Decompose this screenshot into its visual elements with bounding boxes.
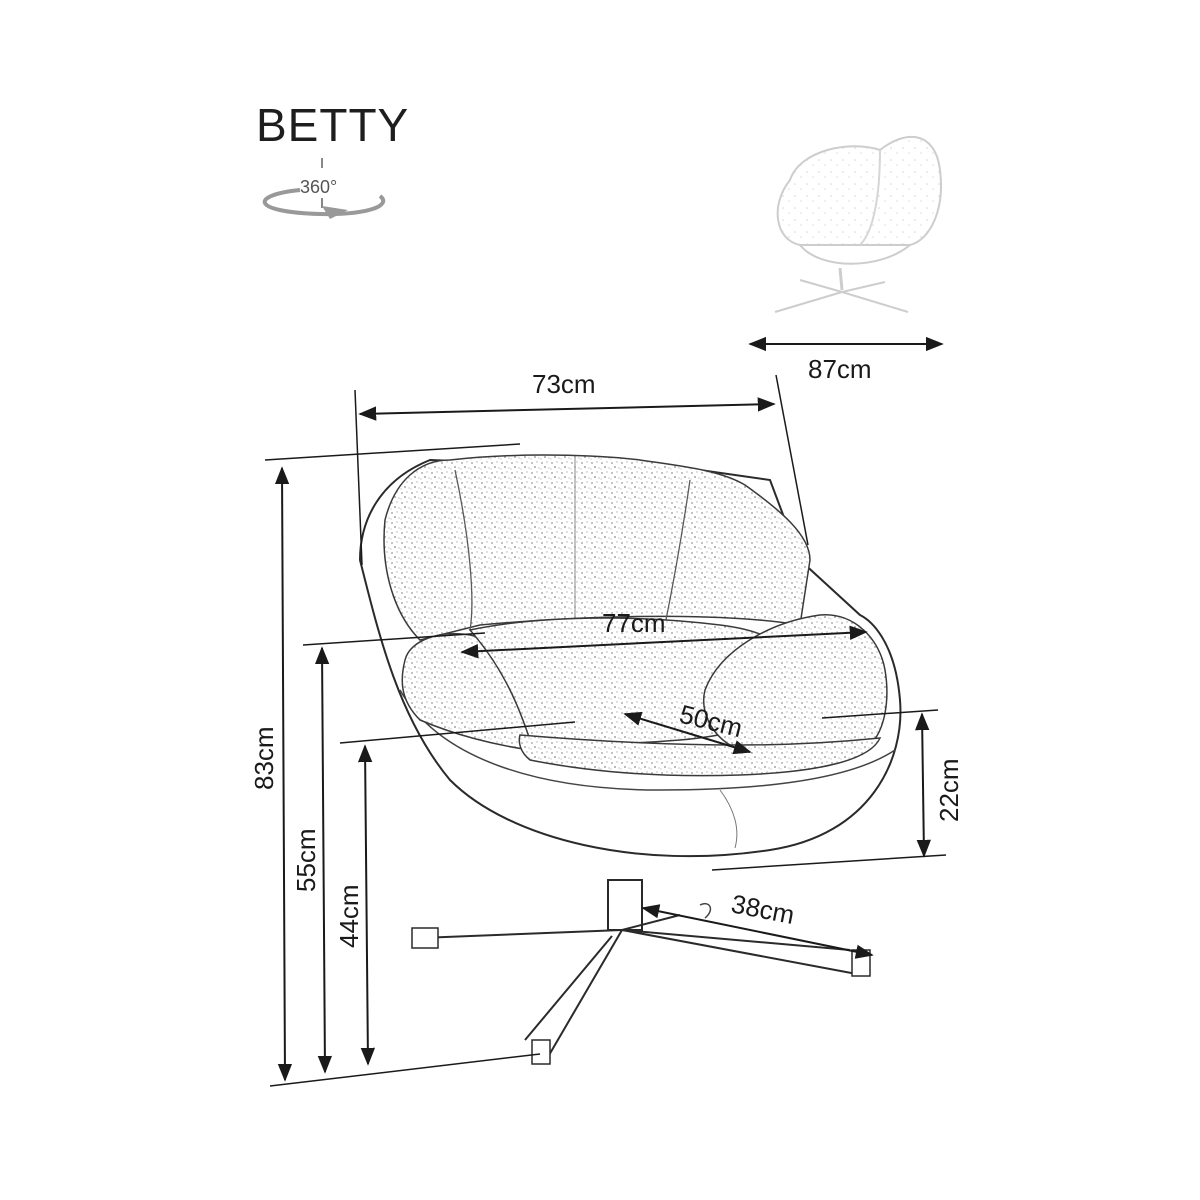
armrest-height-label: 22cm — [934, 758, 964, 822]
seat-width-label: 77cm — [602, 608, 666, 638]
armrest-height-dimension: 22cm — [711, 709, 964, 871]
top-width-dimension: 73cm — [354, 369, 809, 566]
total-height-label: 83cm — [249, 726, 279, 790]
depth-dimension: 87cm — [748, 336, 944, 384]
base-radius-dimension: 38cm — [641, 888, 874, 959]
side-view-chair-illustration — [774, 136, 942, 313]
seat-height-label: 44cm — [334, 884, 364, 948]
depth-dimension-label: 87cm — [808, 354, 872, 384]
seat-height-dimension: 44cm — [334, 721, 576, 1066]
product-title: BETTY — [256, 99, 410, 151]
main-chair-illustration — [358, 454, 902, 1065]
rotation-label: 360° — [300, 177, 337, 197]
rotation-360-icon: 360° — [262, 158, 386, 219]
top-width-label: 73cm — [532, 369, 596, 399]
total-height-dimension: 83cm — [249, 443, 541, 1087]
arm-height-dimension: 55cm — [291, 632, 486, 1074]
seat-width-dimension: 77cm — [460, 608, 868, 659]
arm-height-label: 55cm — [291, 828, 321, 892]
base-radius-label: 38cm — [729, 888, 797, 930]
